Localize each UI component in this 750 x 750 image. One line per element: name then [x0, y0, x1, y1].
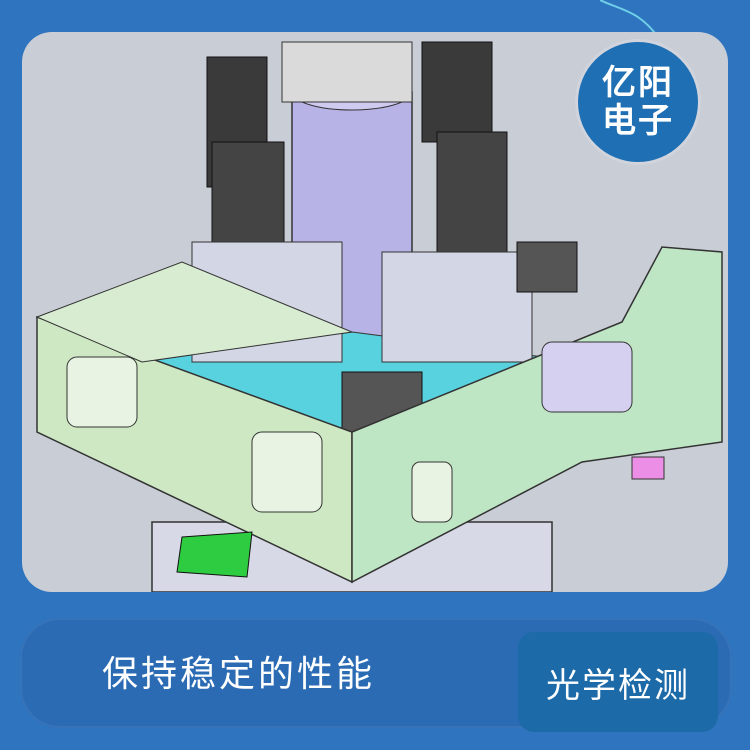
brand-line-2: 电子 [602, 101, 674, 141]
brand-line-1: 亿阳 [602, 63, 674, 103]
slogan-text: 保持稳定的性能 [102, 654, 376, 695]
category-tag: 光学检测 [518, 632, 718, 732]
brand-badge: 亿阳 电子 [578, 42, 698, 162]
machine-illustration [35, 41, 723, 592]
